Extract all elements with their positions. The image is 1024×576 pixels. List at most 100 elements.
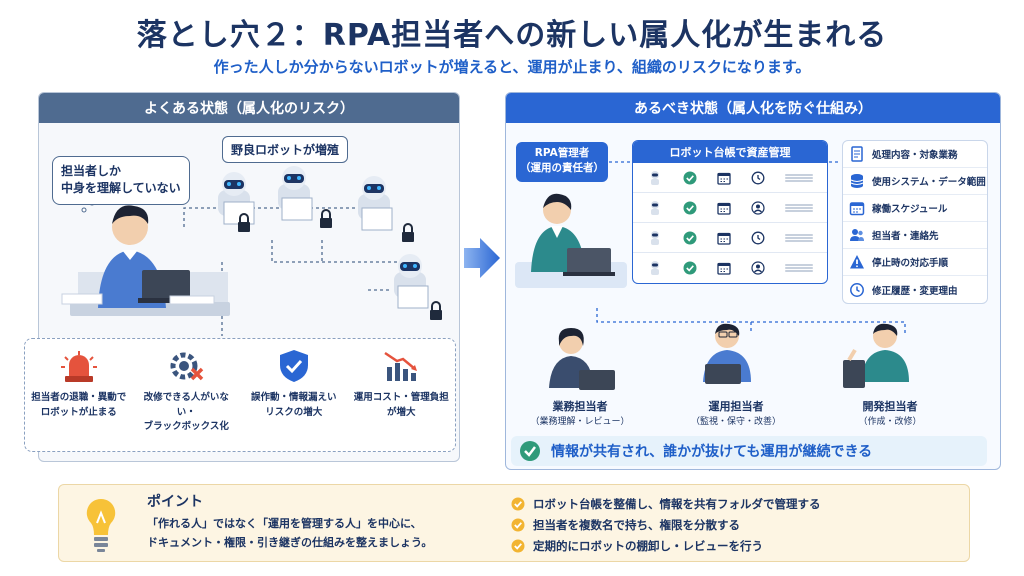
point-box: ポイント 「作れる人」ではなく「運用を管理する人」を中心に、 ドキュメント・権限… [58,484,970,562]
person-name: 業務担当者 [552,400,608,413]
person-name: 運用担当者 [708,400,764,413]
risk-line-2: が増大 [386,406,416,418]
info-label: 停止時の対応手順 [872,258,949,269]
lightbulb-icon [86,498,116,552]
info-label: 使用システム・データ範囲 [872,177,986,188]
shared-info-text: 情報が共有され、誰かが抜けても運用が継続できる [551,444,873,460]
clock-icon [751,171,765,184]
risk-line-1: 改修できる人がいない・ [143,392,229,418]
point-title: ポイント [147,494,203,510]
person-name: 開発担当者 [862,400,918,413]
document-icon [851,146,863,162]
ledger-title: ロボット台帳で資産管理 [633,141,827,163]
checklist-text: ロボット台帳を整備し、情報を共有フォルダで管理する [533,496,821,511]
clock-icon [751,231,765,244]
checklist-text: 定期的にロボットの棚卸し・レビューを行う [533,538,763,553]
risk-item: 運用コスト・管理負担 が増大 [349,349,453,420]
point-text-line-2: ドキュメント・権限・引き継ぎの仕組みを整えましょう。 [147,535,433,549]
shield-icon [279,350,308,382]
robot-icon [651,261,659,275]
info-item: 処理内容・対象業務 [843,141,987,168]
checklist-item: 担当者を複数名で持ち、権限を分散する [511,514,821,535]
person-role: （業務理解・レビュー） [530,417,630,427]
check-icon [511,518,525,531]
checklist-item: 定期的にロボットの棚卸し・レビューを行う [511,535,821,556]
history-icon [850,282,864,297]
check-circle-icon [683,231,697,244]
stray-robots-label: 野良ロボットが増殖 [222,136,349,163]
robot-ledger: ロボット台帳で資産管理 [632,140,828,284]
text-placeholder [785,233,813,242]
robot-2 [278,166,313,221]
warning-icon [850,255,864,269]
left-scene [61,166,442,336]
robot-icon [651,170,659,185]
rpa-manager-label: RPA管理者 （運用の責任者） [516,142,608,182]
transition-arrow-icon [464,238,500,278]
ledger-info-list: 処理内容・対象業務 使用システム・データ範囲 稼働スケジュール 担当者・連絡先 … [842,140,988,304]
text-placeholder [785,264,813,272]
person-role: （作成・改修） [858,417,922,427]
page-title: 落とし穴２：RPA担当者への新しい属人化が生まれる [136,18,888,53]
robot-icon [651,230,659,245]
info-item: 使用システム・データ範囲 [843,168,987,195]
info-item: 修正履歴・変更理由 [843,276,987,303]
rpa-manager [515,193,627,288]
broken-gear-icon [170,352,204,381]
checklist-text: 担当者を複数名で持ち、権限を分散する [533,517,740,532]
check-circle-icon [520,441,540,461]
risk-line-1: 誤作動・情報漏えい [250,392,337,403]
risk-line-2: ブラックボックス化 [143,421,229,433]
contacts-icon [850,229,864,241]
risk-panel-header: よくある状態（属人化のリスク） [39,93,459,123]
worker-thought-bubble: 担当者しか 中身を理解していない [52,156,190,205]
text-placeholder [785,173,813,182]
risk-line-2: ロボットが止まる [40,406,117,418]
info-item: 稼働スケジュール [843,195,987,222]
risk-line-1: 担当者の退職・異動で [31,392,127,403]
lock-icons [238,209,442,320]
calendar-icon [717,172,731,185]
right-scene [515,161,909,390]
robot-1 [218,172,255,225]
risk-item: 改修できる人がいない・ ブラックボックス化 [134,349,238,435]
point-checklist: ロボット台帳を整備し、情報を共有フォルダで管理する 担当者を複数名で持ち、権限を… [511,493,821,556]
info-label: 処理内容・対象業務 [872,150,958,161]
point-text: 「作れる人」ではなく「運用を管理する人」を中心に、 ドキュメント・権限・引き継ぎ… [147,515,432,552]
risk-item: 担当者の退職・異動で ロボットが止まる [27,349,131,420]
calendar-icon [849,202,865,216]
person-icon [751,200,765,215]
info-item: 停止時の対応手順 [843,249,987,276]
risk-line-1: 運用コスト・管理負担 [353,392,449,403]
info-item: 担当者・連絡先 [843,222,987,249]
ledger-row [633,193,827,223]
calendar-icon [717,262,731,275]
bubble-line-1: 担当者しか [61,164,122,178]
check-circle-icon [683,261,697,275]
developer-staff-figure [843,323,909,388]
overwhelmed-worker [61,198,230,316]
cost-chart-icon [384,351,418,381]
check-icon [511,497,525,510]
person-role: （監視・保守・改善） [690,417,781,427]
page-subtitle: 作った人しか分からないロボットが増えると、運用が止まり、組織のリスクになります。 [213,58,811,76]
calendar-icon [717,232,731,245]
info-label: 修正履歴・変更理由 [872,285,958,297]
manager-line-2: （運用の責任者） [520,162,604,175]
calendar-icon [717,202,731,215]
ledger-row [633,163,827,193]
risk-line-2: リスクの増大 [265,406,323,418]
point-text-line-1: 「作れる人」ではなく「運用を管理する人」を中心に、 [147,517,422,530]
info-label: 稼働スケジュール [872,204,948,215]
manager-line-1: RPA管理者 [534,147,590,159]
check-circle-icon [683,171,697,184]
check-icon [511,539,525,552]
person-icon [751,261,765,275]
ledger-row [633,253,827,283]
alarm-light-icon [60,351,97,382]
database-icon [850,174,864,188]
ideal-panel-header: あるべき状態（属人化を防ぐ仕組み） [506,93,1000,123]
bubble-line-2: 中身を理解していない [61,181,181,196]
robot-icon [651,200,659,215]
check-circle-icon [683,201,697,214]
